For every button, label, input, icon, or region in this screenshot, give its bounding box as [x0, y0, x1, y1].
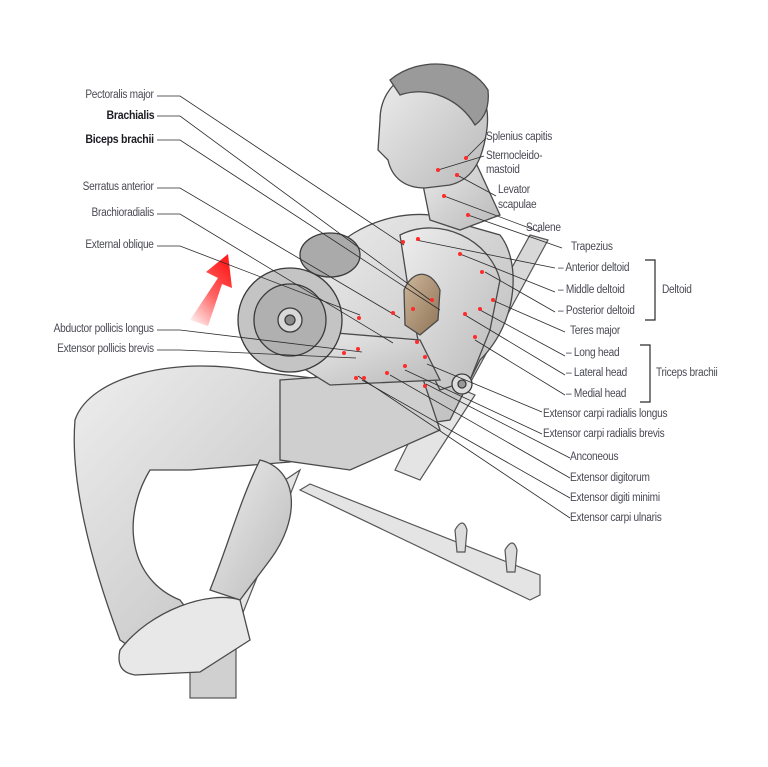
head — [377, 63, 501, 231]
label-anterior-deltoid: – Anterior deltoid — [558, 262, 630, 274]
arm — [289, 227, 501, 391]
label-extensor-carpi-radialis-brevis: Extensor carpi radialis brevis — [543, 428, 665, 440]
label-abductor-pollicis-longus: Abductor pollicis longus — [54, 323, 154, 335]
dumbbell — [237, 232, 473, 395]
label-serratus-anterior: Serratus anterior — [83, 181, 154, 193]
leader-lines — [157, 95, 571, 519]
group-label-triceps-brachii: Triceps brachii — [656, 367, 718, 379]
label-extensor-carpi-radialis-longus: Extensor carpi radialis longus — [543, 408, 668, 420]
group-label-deltoid: Deltoid — [662, 284, 692, 296]
group-brackets — [640, 259, 656, 403]
shoe — [118, 596, 251, 676]
label-external-oblique: External oblique — [85, 239, 155, 251]
label-extensor-digiti-minimi: Extensor digiti minimi — [570, 492, 660, 504]
label-sternocleidomastoid-2: mastoid — [486, 164, 520, 176]
label-extensor-carpi-ulnaris: Extensor carpi ulnaris — [570, 512, 662, 524]
label-levator-scapulae-2: scapulae — [498, 199, 537, 211]
label-extensor-pollicis-brevis: Extensor pollicis brevis — [57, 343, 154, 355]
label-lateral-head: – Lateral head — [566, 367, 628, 379]
label-scalene: Scalene — [526, 222, 561, 234]
label-brachialis: Brachialis — [106, 108, 154, 122]
label-sternocleidomastoid-1: Sternocleido- — [486, 150, 543, 162]
label-long-head: – Long head — [566, 347, 620, 359]
label-pectoralis-major: Pectoralis major — [85, 89, 155, 101]
label-splenius-capitis: Splenius capitis — [486, 131, 553, 143]
muscle-marker-dots — [342, 156, 495, 388]
label-trapezius: Trapezius — [571, 241, 613, 253]
movement-direction-arrow — [190, 254, 232, 326]
label-extensor-digitorum: Extensor digitorum — [570, 472, 650, 484]
label-teres-major: Teres major — [570, 325, 620, 337]
label-posterior-deltoid: – Posterior deltoid — [558, 305, 635, 317]
label-medial-head: – Medial head — [566, 388, 627, 400]
label-brachioradialis: Brachioradialis — [91, 207, 155, 219]
label-levator-scapulae-1: Levator — [498, 184, 530, 196]
label-middle-deltoid: – Middle deltoid — [558, 284, 625, 296]
label-anconeous: Anconeous — [570, 451, 619, 463]
label-biceps-brachii: Biceps brachii — [85, 132, 154, 146]
